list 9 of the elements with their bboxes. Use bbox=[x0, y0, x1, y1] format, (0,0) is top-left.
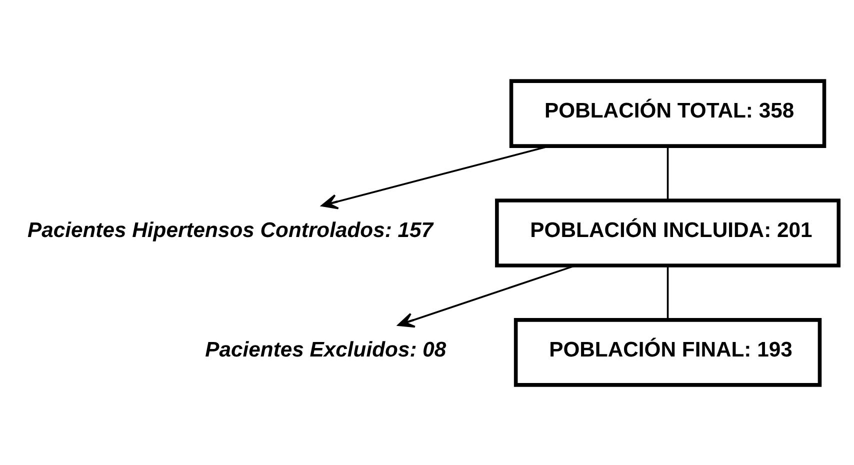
connector bbox=[666, 265, 669, 320]
arrow bbox=[398, 264, 576, 328]
connector bbox=[666, 146, 669, 200]
node-box: POBLACIÓN TOTAL: 358 bbox=[509, 78, 826, 148]
node-text: Pacientes Excluidos: 08 bbox=[205, 338, 446, 362]
node-text: Pacientes Hipertensos Controlados: 157 bbox=[27, 218, 434, 242]
node-box: POBLACIÓN INCLUIDA: 201 bbox=[495, 198, 841, 267]
node-box: POBLACIÓN FINAL: 193 bbox=[514, 318, 822, 386]
arrow bbox=[321, 144, 550, 209]
